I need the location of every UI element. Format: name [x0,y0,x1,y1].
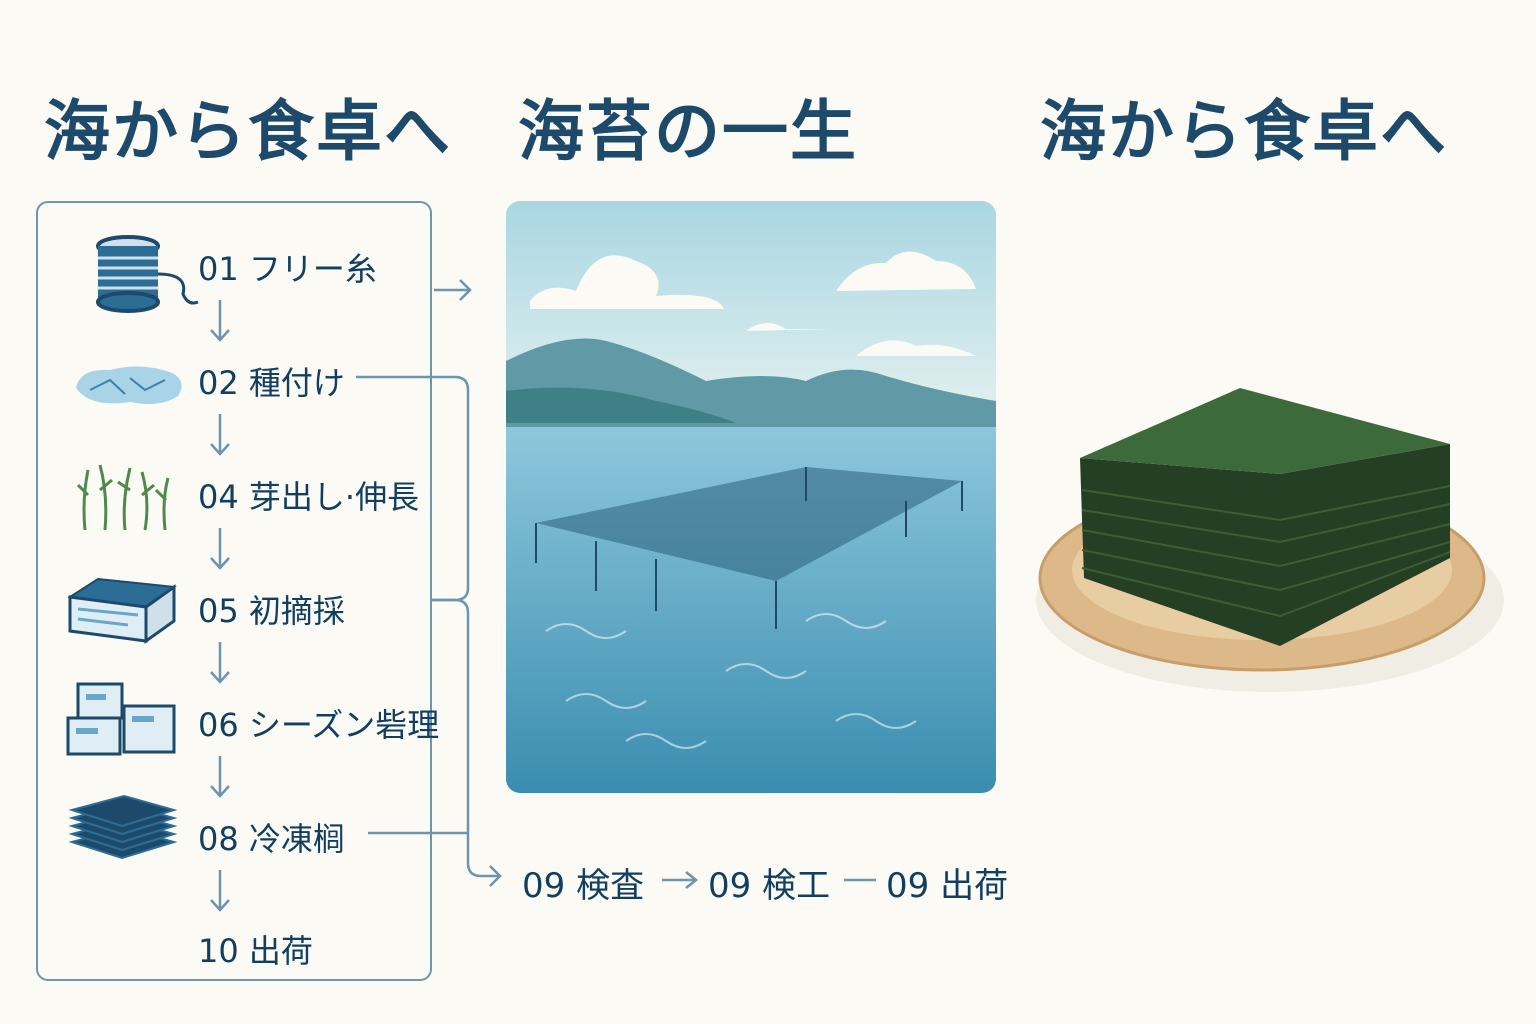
nori-stack-icon [68,794,178,860]
down-arrow-icon [210,528,230,570]
step-08: 08 冷凍榈 [198,820,345,858]
down-arrow-icon [210,642,230,684]
flow-step-processing: 09 検工 [708,866,831,906]
step-05: 05 初摘採 [198,592,345,630]
thread-spool-icon [96,235,199,313]
seed-culture-icon [76,366,182,404]
title-center: 海苔の一生 [518,93,858,170]
step-06: 06 シーズン砦理 [198,706,440,744]
down-arrow-icon [210,414,230,456]
flow-step-inspection: 09 検査 [522,866,645,906]
down-arrow-icon [210,870,230,912]
step-04: 04 芽出し·伸長 [198,478,420,516]
title-right: 海から食卓へ [1040,93,1448,170]
step-02: 02 種付け [198,364,345,402]
title-left: 海から食卓へ [44,93,452,170]
step-01: 01 フリー糸 [198,250,377,288]
down-arrow-icon [210,756,230,798]
nori-farm-sea-illustration [506,201,996,793]
nori-on-plate-illustration [1036,388,1504,692]
seaweed-sprout-icon [76,464,170,531]
down-arrow-icon [210,300,230,342]
flow-step-shipping: 09 出荷 [886,866,1009,906]
step-10: 10 出荷 [198,932,313,970]
harvest-box-icon [68,577,177,644]
boxes-icon [66,682,176,756]
